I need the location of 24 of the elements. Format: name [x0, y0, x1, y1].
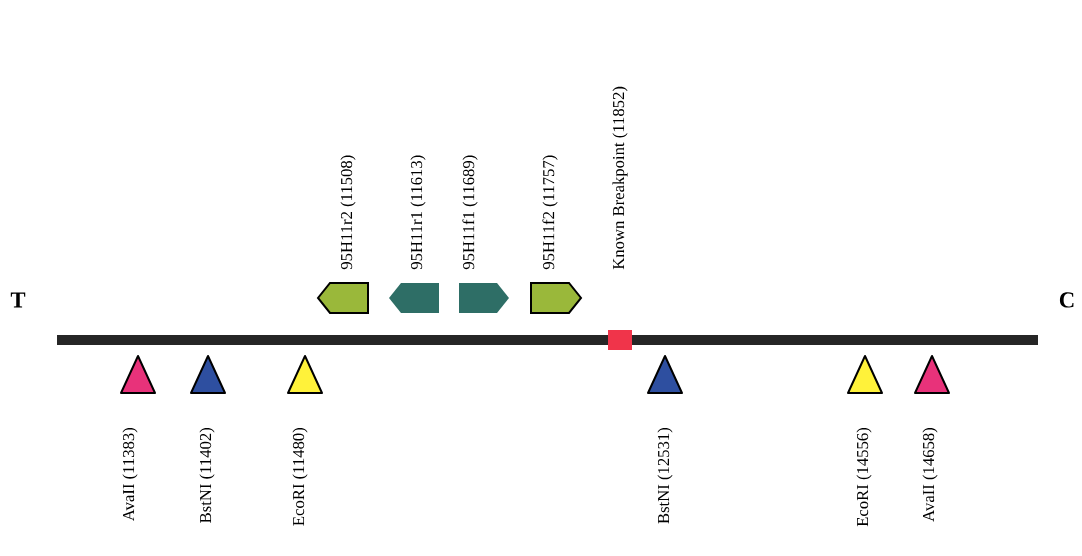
- site-label: 95H11f2 (11757): [542, 155, 558, 270]
- site-label: EcoRI (14556): [856, 428, 872, 527]
- site-label: 95H11r2 (11508): [340, 155, 356, 270]
- site-label: AvaII (11383): [122, 428, 138, 522]
- site-label: AvaII (14658): [922, 428, 938, 522]
- breakpoint-label: Known Breakpoint (11852): [612, 86, 628, 270]
- breakpoint-marker: [608, 330, 632, 350]
- restriction-site-triangle: [287, 355, 323, 394]
- restriction-site-triangle: [190, 355, 226, 394]
- restriction-site-triangle: [847, 355, 883, 394]
- restriction-site-triangle: [120, 355, 156, 394]
- site-label: 95H11f1 (11689): [462, 155, 478, 270]
- primer-block: [316, 282, 369, 314]
- strand-end-label: C: [1059, 292, 1074, 308]
- site-label: 95H11r1 (11613): [410, 155, 426, 270]
- site-label: BstNI (12531): [657, 428, 673, 524]
- strand-end-label: T: [10, 292, 26, 308]
- site-label: EcoRI (11480): [292, 428, 308, 526]
- primer-block: [459, 283, 509, 313]
- restriction-site-triangle: [914, 355, 950, 394]
- primer-block: [530, 282, 583, 314]
- primer-block: [389, 283, 439, 313]
- site-label: BstNI (11402): [199, 428, 215, 523]
- restriction-site-triangle: [647, 355, 683, 394]
